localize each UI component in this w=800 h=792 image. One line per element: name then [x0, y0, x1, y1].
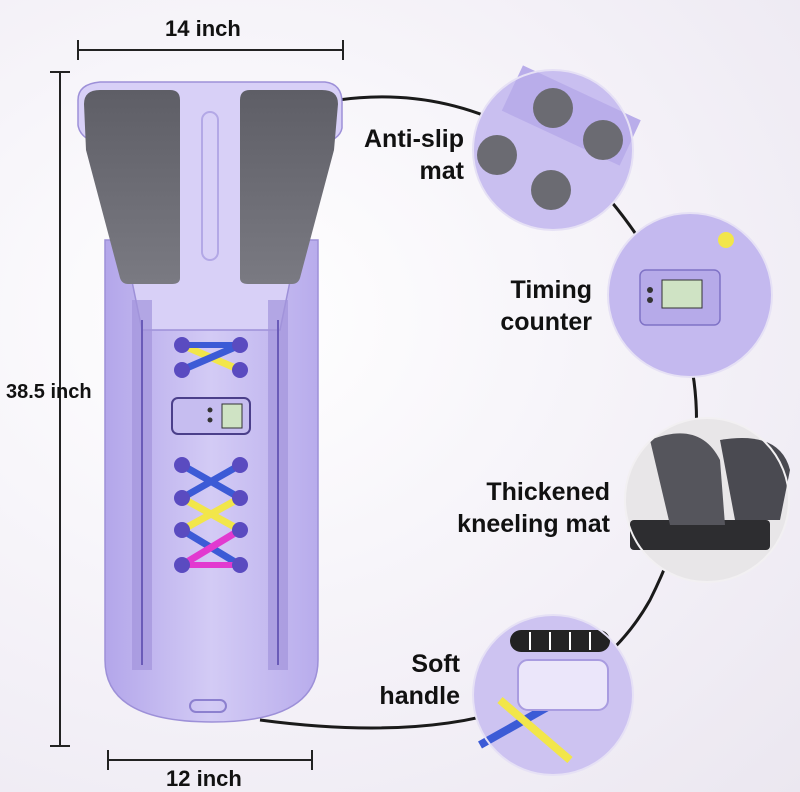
product-board — [77, 81, 343, 723]
bottom-width-label: 12 inch — [166, 766, 242, 791]
bottom-dimension-line — [107, 750, 313, 770]
feature-label-timing: Timing counter — [500, 276, 592, 336]
top-width-label: 14 inch — [165, 16, 241, 41]
height-label: 38.5 inch — [6, 381, 92, 403]
height-dimension-line — [50, 71, 70, 747]
feature-label-anti-slip: Anti-slip mat — [364, 125, 464, 185]
top-dimension-line — [77, 40, 344, 60]
connector-arc — [259, 95, 698, 730]
resistance-bands-lower — [174, 457, 248, 573]
kneeling-mat-icon — [624, 417, 790, 583]
feature-label-kneeling: Thickened kneeling mat — [457, 478, 610, 538]
resistance-bands-upper — [174, 337, 248, 378]
timer-display — [171, 397, 251, 435]
timing-counter-icon — [607, 212, 773, 378]
anti-slip-mat-icon — [472, 65, 641, 231]
soft-handle-icon — [472, 614, 634, 776]
feature-label-handle: Soft handle — [379, 650, 460, 710]
